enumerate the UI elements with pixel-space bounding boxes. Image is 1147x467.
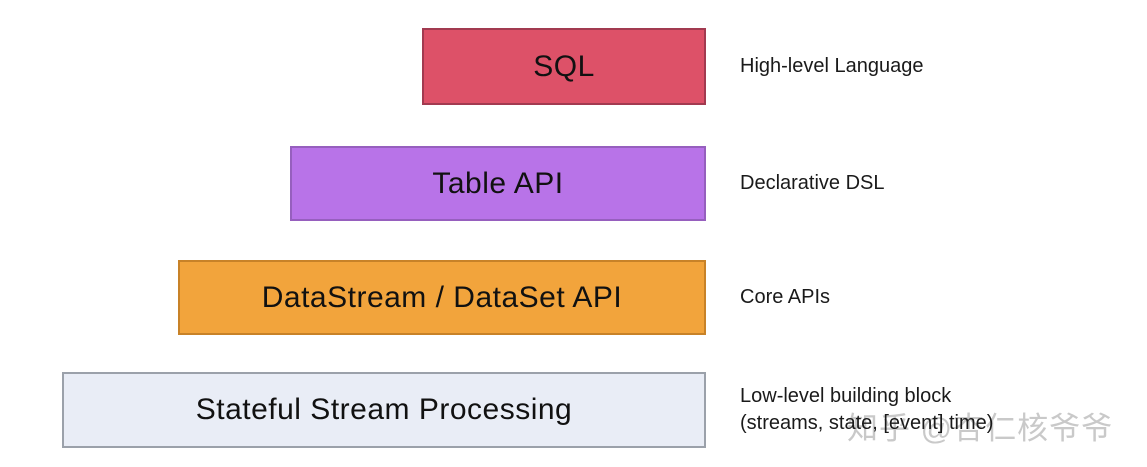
layer-bar-table-api: Table API — [290, 146, 706, 221]
layer-bar-sql: SQL — [422, 28, 706, 105]
layer-label-datastream-dataset-api: DataStream / DataSet API — [261, 280, 623, 314]
layer-annotation-table-api: Declarative DSL — [740, 146, 885, 221]
layer-annotation-sql-text: High-level Language — [740, 55, 924, 77]
layer-label-sql: SQL — [533, 49, 595, 83]
layer-annotation-stateful-stream-processing: Low-level building block (streams, state… — [740, 372, 993, 448]
layer-annotation-table-api-text: Declarative DSL — [740, 172, 885, 194]
layer-annotation-sql: High-level Language — [740, 28, 923, 105]
layer-bar-datastream-dataset-api: DataStream / DataSet API — [178, 260, 706, 335]
layer-annotation-datastream-dataset-api-text: Core APIs — [740, 286, 831, 308]
layer-label-table-api: Table API — [432, 166, 564, 200]
layer-label-stateful-stream-processing: Stateful Stream Processing — [195, 393, 573, 426]
zhihu-watermark: 知乎 @杏仁核爷爷 — [847, 411, 1114, 446]
layer-annotation-stateful-stream-processing-text: Low-level building block (streams, state… — [740, 385, 994, 434]
layer-annotation-datastream-dataset-api: Core APIs — [740, 260, 830, 335]
layer-bar-stateful-stream-processing: Stateful Stream Processing — [62, 372, 706, 448]
